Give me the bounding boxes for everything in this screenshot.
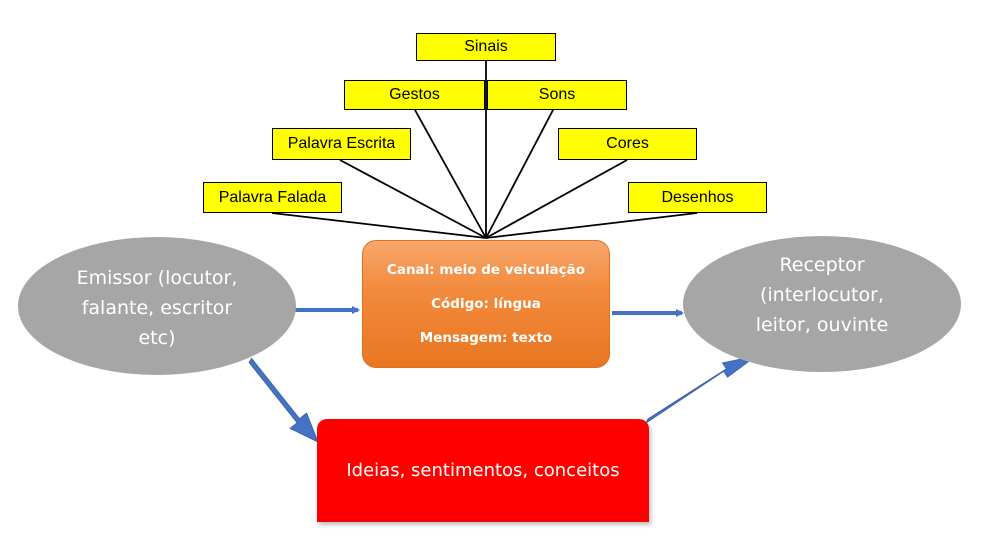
line-desenhos [485,212,698,239]
receiver-label: Receptor (interlocutor, leitor, ouvinte [755,254,889,336]
signal-label: Cores [606,135,649,152]
arrow-emitter-to-ideas [248,357,319,444]
channel-box: Canal: meio de veiculação Código: língua… [362,240,610,368]
signal-box-sinais: Sinais [416,33,556,61]
signal-label: Sinais [464,38,508,55]
line-sons [485,109,554,239]
signal-label: Gestos [389,86,440,103]
signal-label: Palavra Escrita [287,135,396,152]
ideas-label: Ideias, sentimentos, conceitos [346,460,620,481]
signal-box-cores: Cores [558,128,697,160]
arrow-ideas-to-receiver [644,355,757,425]
signal-box-palavra-falada: Palavra Falada [203,182,342,213]
receiver-ellipse: Receptor (interlocutor, leitor, ouvinte [683,236,961,372]
line-palavra-falada [271,212,487,239]
emitter-label: Emissor (locutor, falante, escritor etc) [76,267,238,349]
channel-line: Canal: meio de veiculação [386,262,586,278]
signal-box-sons: Sons [487,80,627,110]
signal-box-gestos: Gestos [344,80,485,110]
emitter-ellipse: Emissor (locutor, falante, escritor etc) [18,237,296,375]
line-gestos [414,109,487,239]
line-palavra-escrita [339,159,487,239]
signal-lines [271,60,698,239]
signal-box-desenhos: Desenhos [628,182,767,213]
signal-label: Sons [538,86,576,103]
code-line: Código: língua [431,296,541,312]
signal-label: Palavra Falada [218,188,327,206]
signal-box-palavra-escrita: Palavra Escrita [272,128,411,160]
line-cores [485,159,628,239]
signal-label: Desenhos [661,188,734,206]
ideas-box: Ideias, sentimentos, conceitos [317,419,649,522]
message-line: Mensagem: texto [419,330,553,346]
